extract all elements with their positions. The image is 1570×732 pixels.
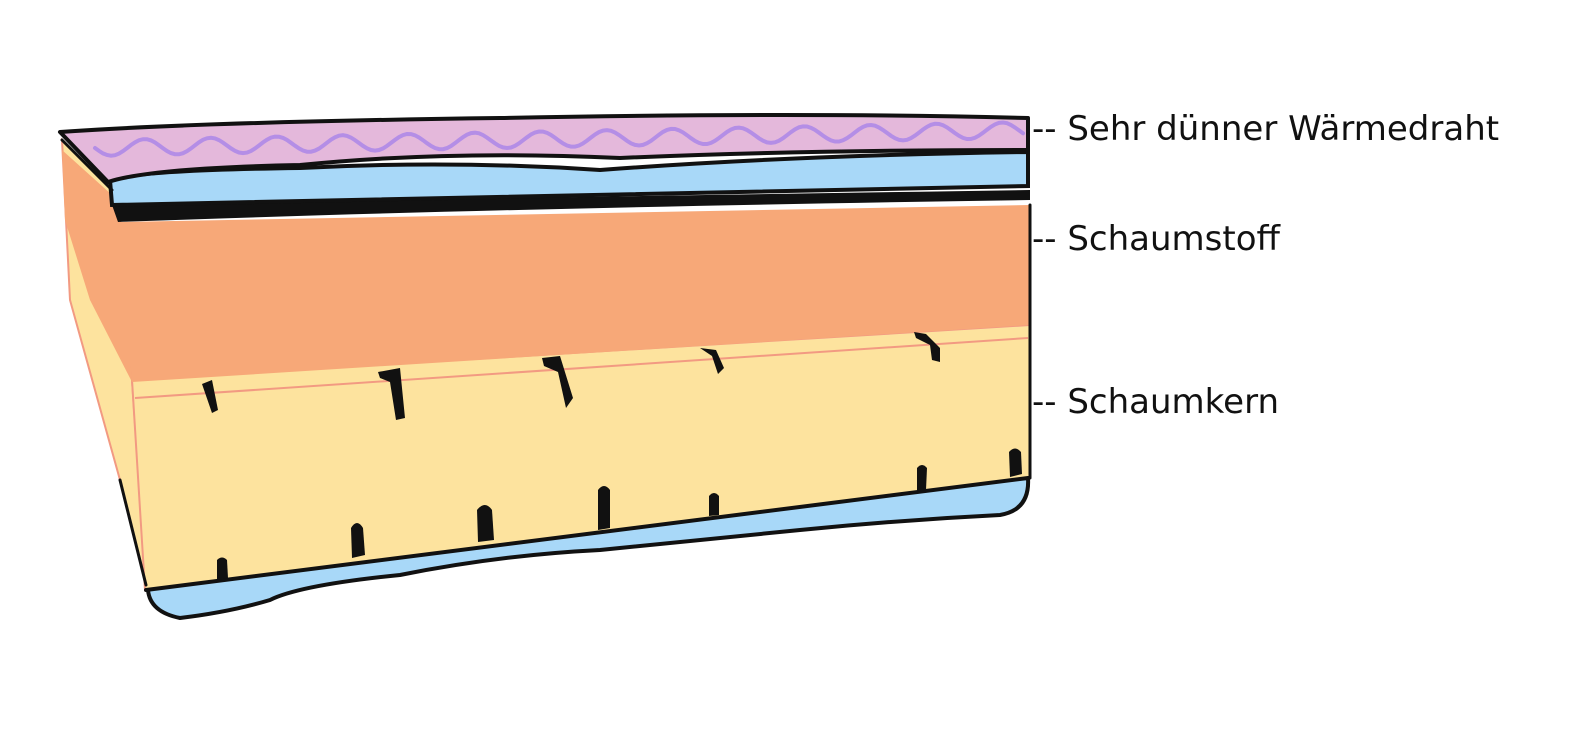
mattress-outline (60, 138, 1032, 587)
spring-mark (917, 465, 927, 492)
upper-springs (202, 332, 940, 420)
spring-mark (542, 356, 573, 408)
spring-mark (378, 368, 405, 420)
heating-wire (93, 120, 1025, 158)
label-foam-core: -- Schaumkern (1032, 382, 1279, 422)
spring-mark (700, 348, 724, 374)
spring-mark (598, 486, 610, 530)
spring-mark (914, 332, 940, 362)
spring-mark (202, 380, 218, 413)
label-foam: -- Schaumstoff (1032, 219, 1282, 259)
blue-upper-layer (107, 149, 1030, 208)
foam-layer (118, 205, 1030, 382)
core-top-line (134, 337, 1029, 399)
spring-mark (477, 505, 494, 542)
blue-bottom-layer (144, 476, 1031, 620)
spring-mark (709, 493, 719, 516)
spring-mark (351, 523, 365, 558)
spring-mark (217, 557, 228, 580)
heating-film-layer (58, 113, 1030, 184)
label-warming-wire: -- Sehr dünner Wärmedraht (1032, 109, 1499, 149)
lower-springs (217, 448, 1022, 580)
separator-line (112, 190, 1030, 222)
spring-mark (1009, 448, 1022, 477)
